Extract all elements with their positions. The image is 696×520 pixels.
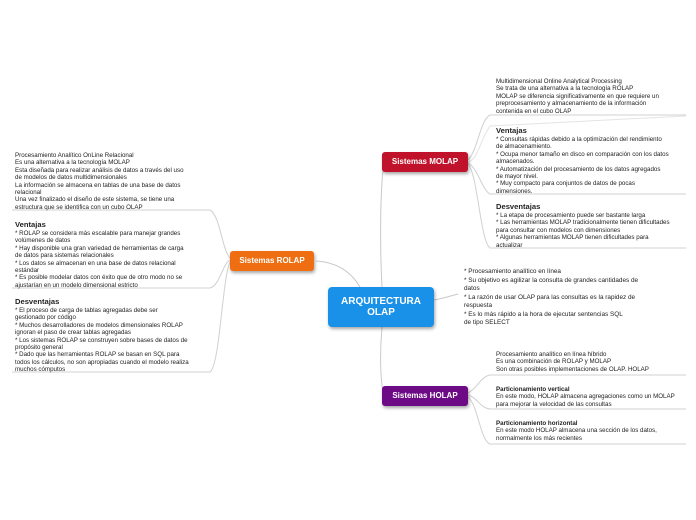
rolap-desventajas-line: * Los sistemas ROLAP se construyen sobre… [15,336,188,344]
holap-horizontal: Particionamiento horizontal En este modo… [496,420,657,442]
molap-ventajas-line: * Muy compacto para conjuntos de datos d… [496,180,635,188]
molap-ventajas-line: * Ocupa menor tamaño en disco en compara… [496,150,669,158]
molap-intro: Multidimensional Online Analytical Proce… [496,78,659,115]
rolap-node[interactable]: Sistemas ROLAP [230,251,314,271]
rolap-ventajas: Ventajas * ROLAP se considera más escala… [15,220,184,289]
rolap-ventajas-line: * Hay disponible una gran variedad de he… [15,244,184,252]
link-holap-vertical [467,394,686,410]
link-central-molap [380,169,384,288]
rolap-intro-line: relacional [15,189,42,197]
rolap-desventajas-title: Desventajas [15,297,60,306]
rolap-desventajas-line: todos los cálculos, no son apropiadas cu… [15,358,189,366]
molap-ventajas-line: * Consultas rápidas debido a la optimiza… [496,136,662,143]
central-note-line: * Su objetivo es agilizar la consulta de… [464,276,639,284]
rolap-intro-line: Procesamiento Analítico OnLine Relaciona… [15,152,134,159]
molap-desventajas-line: actualizar [496,241,523,249]
rolap-desventajas-line: muchos cómputos [15,366,66,374]
link-central-notes [433,293,459,301]
rolap-label: Sistemas ROLAP [239,256,305,266]
molap-intro-line: MOLAP se diferencia significativamente e… [496,92,659,100]
holap-intro-line: Son otras posibles implementaciones de O… [496,365,649,373]
molap-node[interactable]: Sistemas MOLAP [382,152,468,172]
link-molap-desventajas [467,163,686,249]
molap-ventajas-line: almacenados. [496,158,535,166]
molap-intro-line: Se trata de una alternativa a la tecnolo… [496,85,634,93]
molap-label: Sistemas MOLAP [391,157,459,167]
link-central-rolap [315,260,361,288]
holap-intro-line: Es una combinación de ROLAP y MOLAP [496,358,612,366]
holap-horizontal-line: En este modo HOLAP almacena una sección … [496,427,657,435]
rolap-desventajas-line: propósito general [15,344,63,352]
holap-vertical-line: para mejorar la velocidad de las consult… [496,400,612,408]
central-notes: * Procesamiento analítico en línea * Su … [464,268,638,328]
molap-desventajas-line: * La etapa de procesamiento puede ser ba… [496,212,646,219]
holap-vertical: Particionamiento vertical En este modo, … [496,386,675,408]
molap-intro-line: contenida en el cubo OLAP [496,107,572,115]
holap-node[interactable]: Sistemas HOLAP [382,386,468,406]
molap-desventajas-title: Desventajas [496,202,541,211]
link-molap-ventajas [467,115,687,163]
holap-intro: Procesamiento analítico en línea híbrido… [496,351,649,373]
molap-ventajas-line: de mayor nivel. [496,173,538,181]
holap-horizontal-title: Particionamiento horizontal [496,420,578,427]
rolap-desventajas-line: * El proceso de carga de tablas agregada… [15,307,158,314]
link-molap-ventajas-line [467,162,686,195]
rolap-desventajas-line: ignoran el paso de crear tablas agregada… [15,329,131,337]
rolap-desventajas: Desventajas * El proceso de carga de tab… [15,297,189,374]
molap-ventajas: Ventajas * Consultas rápidas debido a la… [496,126,669,195]
central-note-line: de tipo SELECT [464,319,510,326]
rolap-ventajas-title: Ventajas [15,220,46,229]
molap-desventajas-line: para consultar con modelos con dimension… [496,226,621,234]
rolap-desventajas-line: * Dado que las herramientas ROLAP se bas… [15,351,180,359]
link-rolap-desventajas [12,261,231,373]
molap-intro-line: Multidimensional Online Analytical Proce… [496,78,622,85]
link-molap-intro [467,114,686,161]
rolap-intro-line: estructura que se identifica con un cubo… [15,203,143,211]
rolap-intro-line: Es una alternativa a la tecnología MOLAP [15,159,130,167]
molap-intro-line: preprocesamiento y almacenamiento de la … [496,100,647,108]
central-label-line2: OLAP [367,307,395,318]
link-holap-intro [467,374,686,394]
holap-horizontal-line: normalmente los más recientes [496,434,582,442]
rolap-intro: Procesamiento Analítico OnLine Relaciona… [15,152,184,211]
rolap-ventajas-line: * Es posible modelar datos con éxito que… [15,274,183,282]
link-rolap-ventajas [12,259,231,289]
rolap-ventajas-line: * ROLAP se considera más escalable para … [15,230,181,237]
rolap-intro-line: Una vez finalizado el diseño de este sis… [15,196,175,204]
rolap-ventajas-line: * Los datos se almacenan en una base de … [15,259,176,267]
central-note-line: datos [464,285,480,292]
holap-label: Sistemas HOLAP [392,391,458,401]
molap-desventajas-line: * Las herramientas MOLAP tradicionalment… [496,219,670,227]
molap-ventajas-line: * Automatización del procesamiento de lo… [496,165,661,173]
rolap-ventajas-line: de datos para sistemas relacionales [15,252,114,260]
holap-intro-line: Procesamiento analítico en línea híbrido [496,351,607,358]
central-note-line: * Procesamiento analítico en línea [464,268,561,275]
rolap-intro-line: Esta diseñada para realizar análisis de … [15,166,184,174]
rolap-intro-line: de modelos de datos multidimensionales [15,174,127,182]
molap-ventajas-line: dimensiones. [496,187,533,195]
rolap-intro-line: La información se almacena en tablas de … [15,181,181,189]
central-label-line1: ARQUITECTURA [341,295,421,307]
rolap-desventajas-line: gestionado por código [15,314,76,322]
molap-ventajas-title: Ventajas [496,126,527,135]
molap-desventajas: Desventajas * La etapa de procesamiento … [496,202,670,249]
holap-vertical-title: Particionamiento vertical [496,386,570,393]
link-rolap-intro [12,209,231,259]
central-note-line: respuesta [464,302,493,309]
rolap-desventajas-line: * Muchos desarrolladores de modelos dime… [15,321,183,329]
rolap-ventajas-line: volúmenes de datos [15,237,71,245]
rolap-ventajas-line: ajustarían en un modelo dimensional estr… [15,281,138,289]
central-note-line: * Es lo más rápido a la hora de ejecutar… [464,310,623,318]
holap-vertical-line: En este modo, HOLAP almacena agregacione… [496,393,675,401]
molap-ventajas-line: de almacenamiento. [496,143,552,151]
central-note-line: * La razón de usar OLAP para las consult… [464,293,636,301]
central-node[interactable]: ARQUITECTURA OLAP [328,287,434,327]
link-central-holap [380,326,384,393]
rolap-ventajas-line: estándar [15,267,40,275]
link-holap-horizontal [467,396,686,445]
molap-desventajas-line: * Algunas herramientas MOLAP tienen difi… [496,234,649,242]
